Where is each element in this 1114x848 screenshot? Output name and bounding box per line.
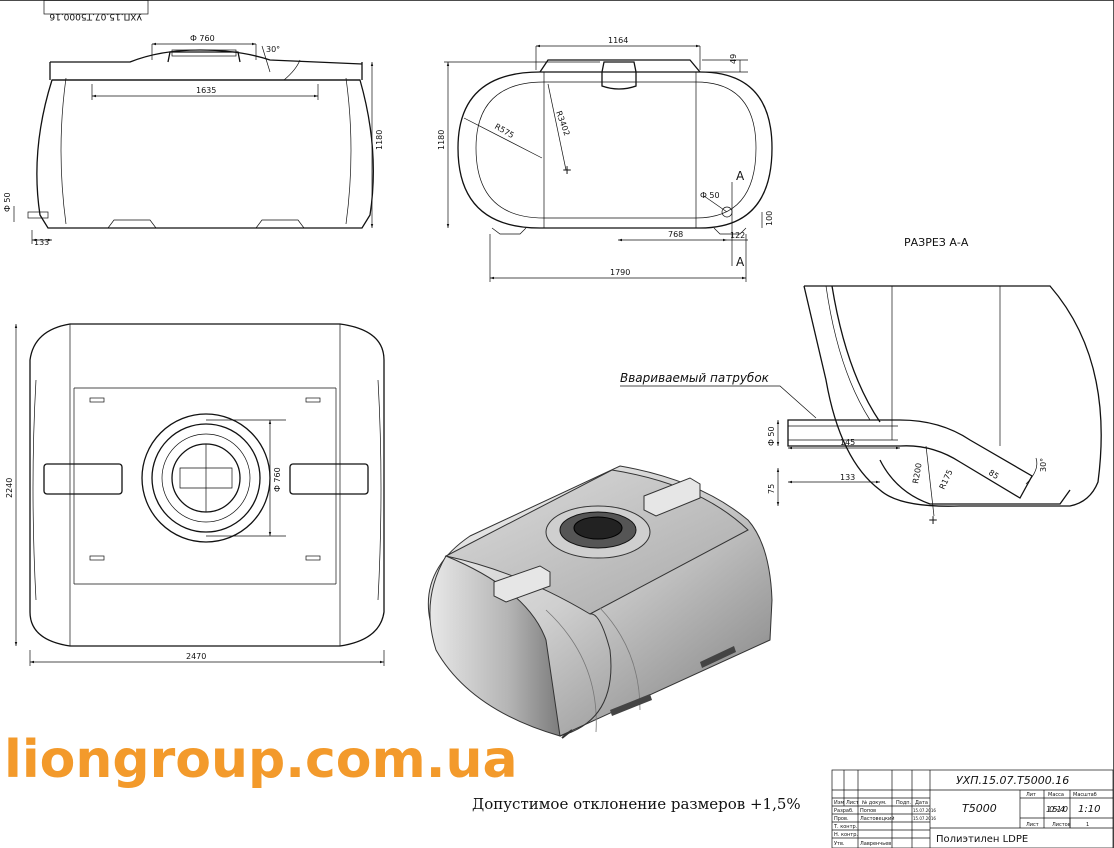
tb-prov-name: Ластовецкий	[860, 815, 895, 822]
section-dim-r200: R200	[911, 462, 923, 484]
tb-sheet: Лист	[1026, 822, 1039, 828]
tb-col-lit: Лит	[1026, 792, 1036, 798]
side-dim-pipeh: 100	[765, 211, 774, 226]
stamp-code-box: УХП.15.07.Т5000.16	[43, 0, 149, 21]
tb-utv: Утв.	[834, 841, 845, 847]
section-dim-145: 145	[840, 438, 855, 447]
tb-razrab-name: Попов	[860, 808, 876, 814]
section-dim-d50: Ф 50	[767, 426, 776, 446]
top-view: Ф 760 2240 2470	[5, 323, 385, 666]
section-mark-bottom: А	[736, 255, 745, 269]
front-dim-lid: Ф 760	[190, 34, 215, 43]
tb-name: Т5000	[962, 802, 997, 815]
section-view: РАЗРЕЗ А-А Вваривае­мый патрубок Ф 50 14…	[620, 236, 1102, 527]
top-dim-lid: Ф 760	[273, 467, 282, 492]
tb-col-scale: Масштаб	[1073, 792, 1097, 798]
tb-date2: 15.07.2016	[913, 816, 936, 821]
tb-prov: Пров.	[834, 816, 849, 822]
front-dim-pipe: Ф 50	[3, 192, 12, 212]
section-dim-75: 75	[767, 484, 776, 494]
section-title: РАЗРЕЗ А-А	[904, 236, 969, 249]
side-dim-pipeedge: 122	[730, 231, 745, 240]
nozzle-label: Вваривае­мый патрубок	[620, 371, 770, 385]
tb-date1: 15.07.2016	[913, 808, 936, 813]
website-logo[interactable]: liongroup.com.ua	[4, 730, 518, 790]
tb-scale: 1:10	[1078, 804, 1100, 815]
side-dim-width: 1790	[610, 268, 630, 277]
side-dim-height: 1180	[437, 130, 446, 150]
tb-hdr-doc: № докум.	[862, 800, 887, 806]
side-dim-r-big: R575	[493, 122, 516, 140]
front-dim-height: 1180	[375, 130, 384, 150]
section-dim-angle: 30°	[1039, 458, 1048, 472]
top-dim-length: 2470	[186, 652, 206, 661]
tb-hdr-izm: Изм	[834, 800, 844, 806]
tolerance-note: Допустимое отклонение размеров +1,5%	[472, 795, 801, 813]
tb-tkontr: Т. контр.	[833, 824, 858, 830]
front-view: Ф 760 30° 1635 1180 Ф 50 133	[3, 34, 384, 247]
tank-3d-render	[427, 465, 773, 739]
tb-hdr-list: Лист	[846, 800, 859, 806]
section-dim-r175: R175	[938, 468, 955, 491]
section-center-mark: +	[928, 513, 938, 527]
tb-hdr-date: Дата	[915, 800, 928, 806]
section-dim-133: 133	[840, 473, 855, 482]
top-dim-depth: 2240	[5, 478, 14, 498]
side-dim-lidh: 49	[729, 54, 738, 64]
tb-code: УХП.15.07.Т5000.16	[956, 774, 1069, 787]
tb-sheets-count: 1	[1086, 822, 1089, 828]
side-dim-pipex: 768	[668, 230, 683, 239]
front-dim-length: 1635	[196, 86, 216, 95]
tb-sheets: Листов	[1052, 822, 1071, 828]
front-dim-angle: 30°	[266, 45, 280, 54]
tb-col-mass: Масса	[1048, 792, 1064, 798]
tb-hdr-sign: Подп.	[896, 800, 912, 806]
stamp-code-mirrored: УХП.15.07.Т5000.16	[49, 11, 142, 21]
side-dim-pipe: Ф 50	[700, 191, 720, 200]
tb-nkontr: Н. контр.	[834, 832, 858, 838]
tb-material: Полиэтилен LDPE	[936, 834, 1028, 845]
side-dim-top: 1164	[608, 36, 628, 45]
side-view: 1164 49 R3402 + R575 1180 Ф 50 А А 768 1…	[437, 36, 774, 282]
front-dim-offset: 133	[34, 238, 49, 247]
section-mark-top: А	[736, 169, 745, 183]
tb-razrab: Разраб.	[834, 808, 854, 814]
side-dim-r-small: R3402	[554, 110, 571, 137]
tb-mass: 105-140	[1046, 805, 1068, 814]
title-block: Изм Лист № докум. Подп. Дата Разраб. Поп…	[831, 769, 1114, 848]
side-center-mark: +	[562, 163, 572, 177]
tb-utv-name: Лавренчьев	[860, 841, 891, 847]
